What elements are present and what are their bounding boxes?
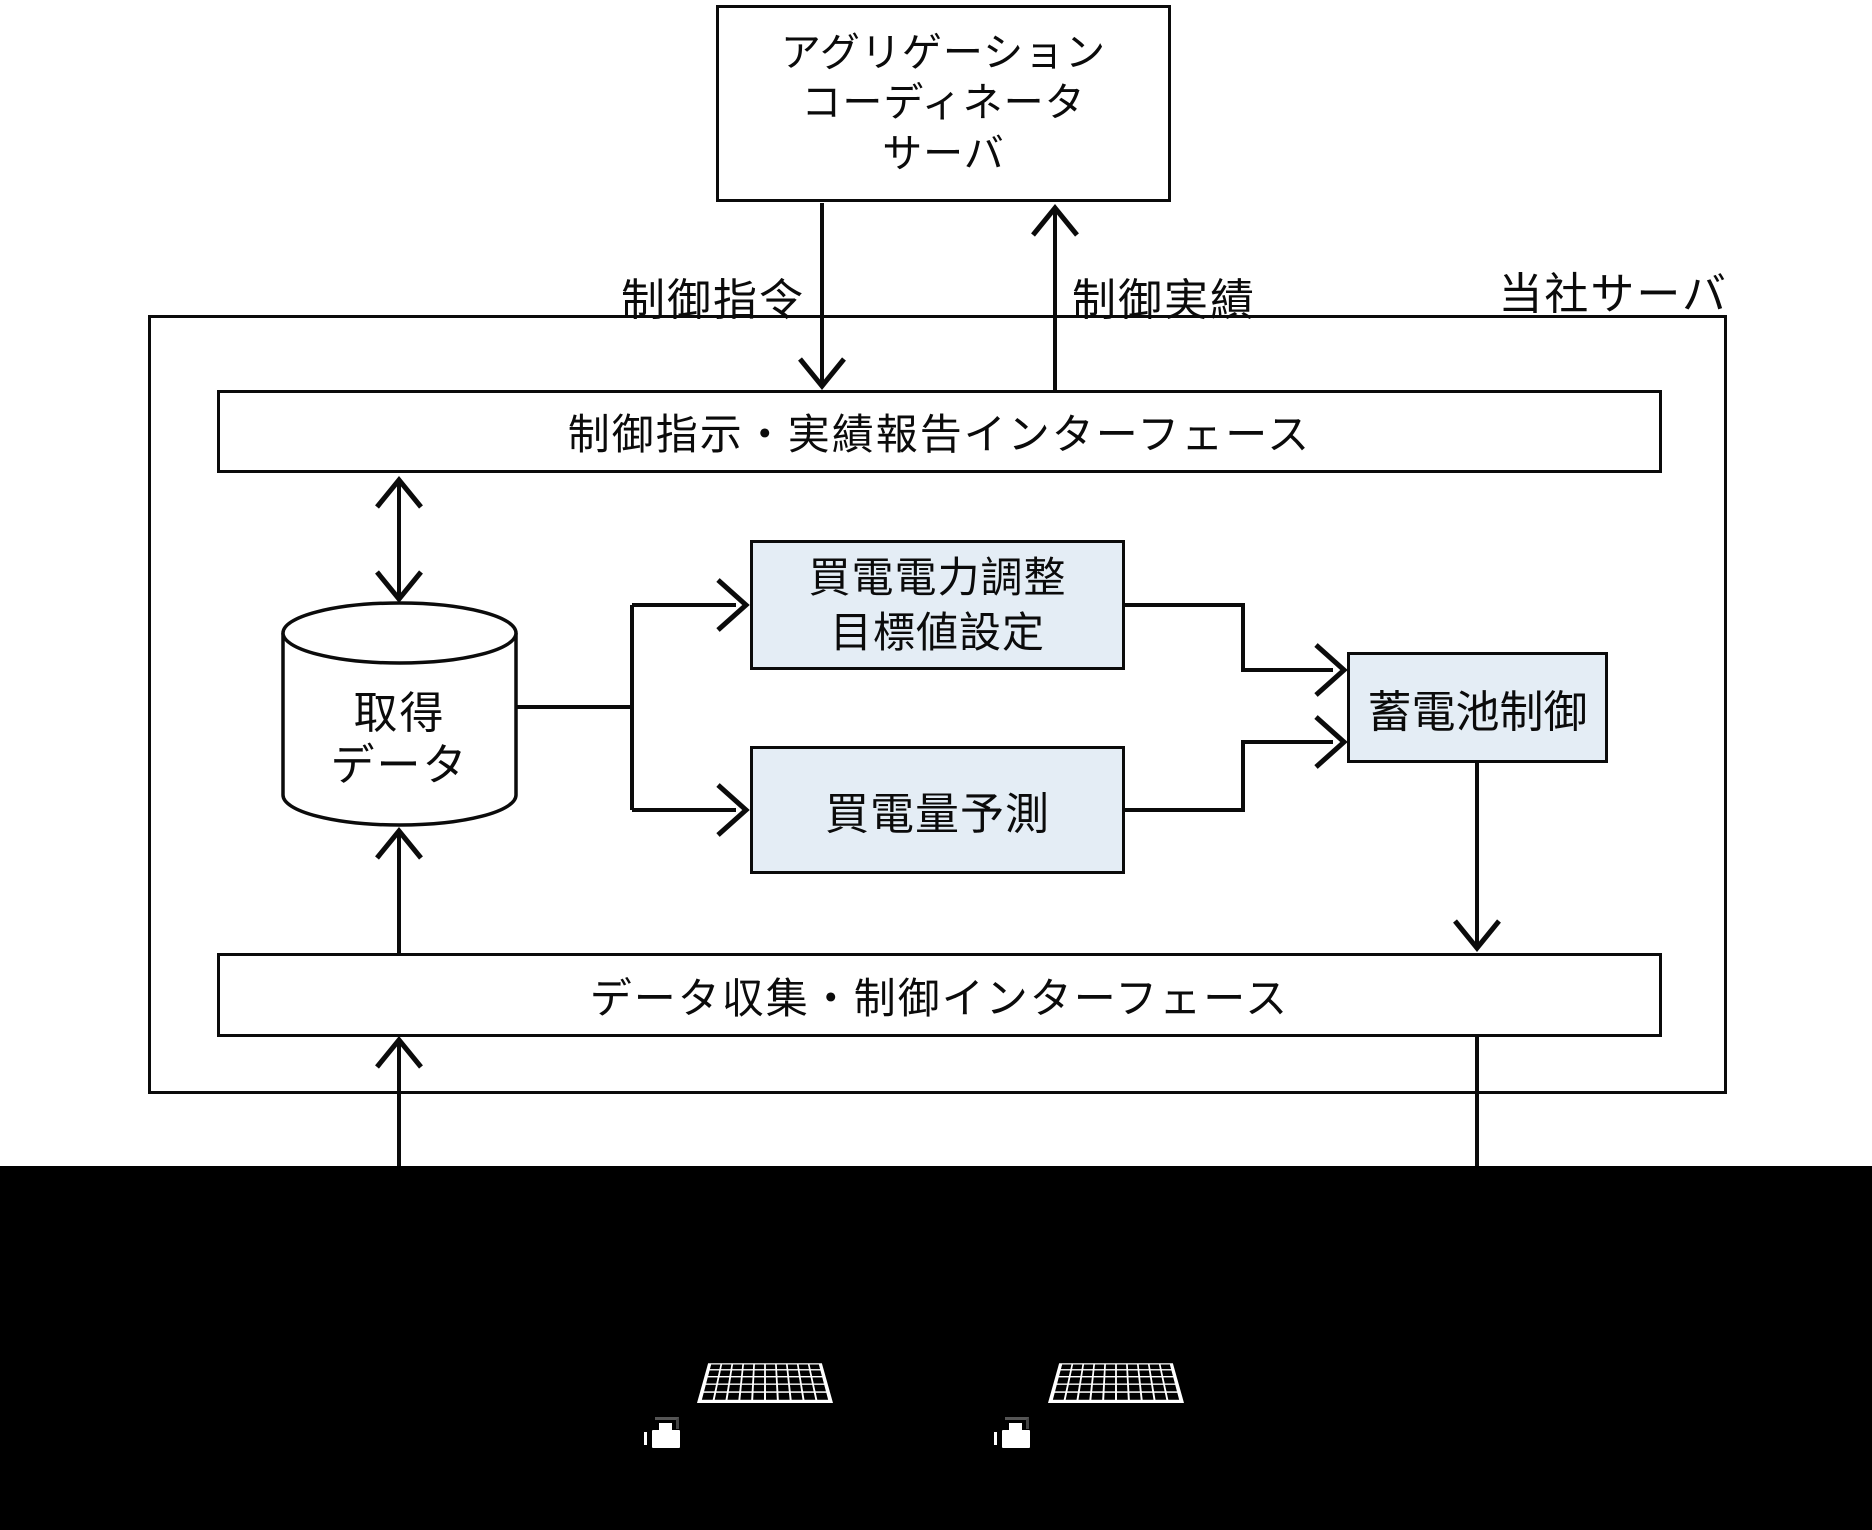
arrowhead-down-icon: [375, 570, 423, 603]
equipment-top-bump: [659, 1423, 672, 1432]
acquired-data-label-line2: データ: [330, 740, 469, 790]
equipment-top-bump: [1009, 1423, 1022, 1432]
arrowhead-up-icon: [375, 827, 423, 860]
arrowhead-up-icon: [375, 476, 423, 509]
purchase-power-adjustment-label-line2: 目標値設定: [829, 609, 1045, 656]
arrowhead-right-icon: [716, 783, 750, 837]
aggregation-server-label-line2: コーディネータ: [801, 81, 1086, 126]
database-cylinder-body: [281, 633, 518, 827]
data-collection-interface-label: データ収集・制御インターフェース: [589, 974, 1290, 1022]
redacted-black-region: [0, 1166, 1872, 1530]
solar-panel-grid-icon: [697, 1363, 833, 1403]
arrowhead-right-icon: [1314, 643, 1348, 697]
equipment-tick-mark: [994, 1432, 997, 1445]
purchase-power-adjustment-label-line1: 買電電力調整: [808, 553, 1067, 601]
white-equipment-icon: [994, 1417, 1030, 1448]
white-equipment-icon: [644, 1417, 680, 1448]
arrowhead-right-icon: [1314, 715, 1348, 769]
control-report-interface-bar: 制御指示・実績報告インターフェース: [217, 390, 1662, 473]
arrowhead-up-icon: [1031, 204, 1079, 237]
equipment-gray-outline: [1005, 1417, 1029, 1429]
arrowhead-down-icon: [1453, 919, 1501, 952]
arrowhead-up-icon: [375, 1036, 423, 1069]
purchase-forecast-module-box: 買電量予測: [750, 746, 1125, 874]
solar-panel-grid-icon: [1048, 1363, 1184, 1403]
arrowhead-down-icon: [798, 357, 846, 390]
aggregation-coordinator-server-box: アグリゲーション コーディネータ サーバ: [716, 5, 1171, 202]
control-report-interface-label: 制御指示・実績報告インターフェース: [567, 411, 1312, 458]
acquired-data-label-line1: 取得: [353, 689, 446, 738]
aggregation-server-label-line3: サーバ: [882, 131, 1005, 176]
equipment-gray-outline: [655, 1417, 679, 1429]
purchase-forecast-label: 買電量予測: [825, 790, 1050, 839]
aggregation-server-label-line1: アグリゲーション: [780, 30, 1107, 75]
company-server-boundary-box: [148, 315, 1727, 1094]
acquired-data-db-label: 取得 データ: [283, 688, 516, 792]
battery-control-module-box: 蓄電池制御: [1347, 652, 1608, 763]
data-collection-interface-bar: データ収集・制御インターフェース: [217, 953, 1662, 1037]
equipment-tick-mark: [644, 1432, 647, 1445]
database-cylinder-top: [281, 601, 518, 665]
battery-control-label: 蓄電池制御: [1367, 687, 1588, 737]
arrowhead-right-icon: [716, 578, 750, 632]
forecast-to-battery-line: [1125, 740, 1333, 812]
company-server-label: 当社サーバ: [1498, 270, 1728, 319]
purchase-power-adjustment-module-box: 買電電力調整 目標値設定: [750, 540, 1125, 670]
adjustment-to-battery-line: [1125, 603, 1333, 672]
